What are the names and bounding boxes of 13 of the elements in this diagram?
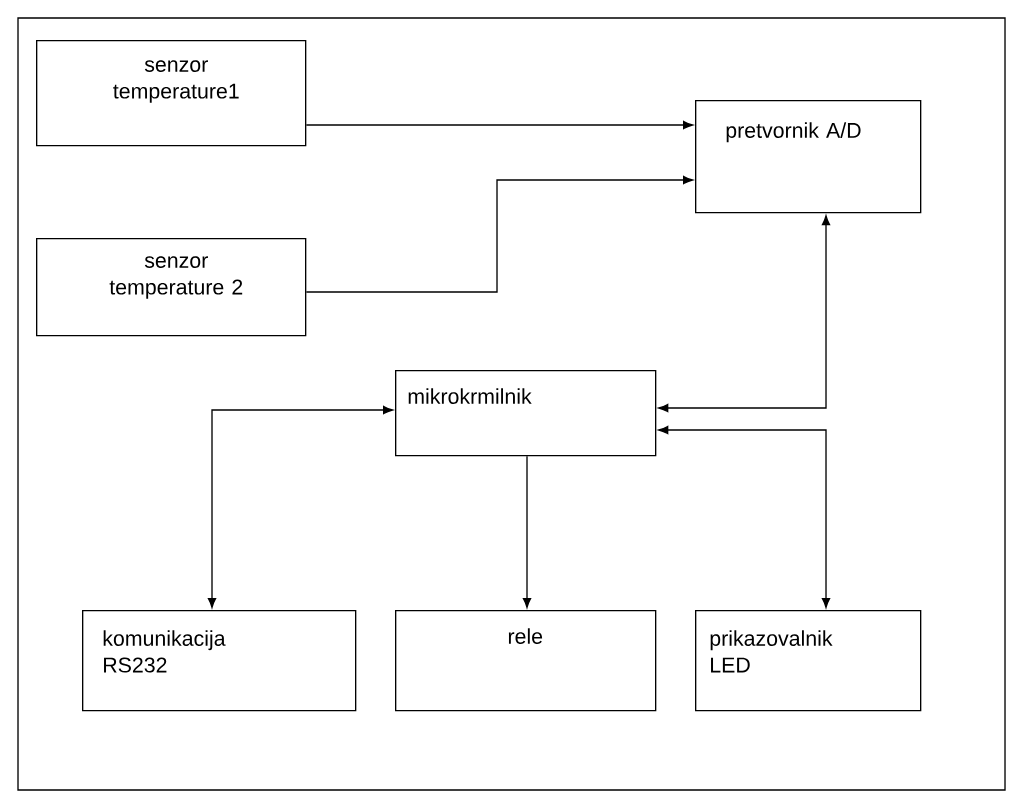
process-box: rele [395,610,657,712]
process-box: senzor temperature 2 [36,238,307,337]
arrow [522,455,532,608]
process-box: komunikacija RS232 [82,610,357,712]
process-box: prikazovalnik LED [695,610,922,712]
arrow [305,120,693,130]
arrow [305,175,693,293]
process-box: mikrokrmilnik [395,370,657,457]
arrow [658,425,831,608]
arrow [207,405,393,608]
process-box: senzor temperature1 [36,40,307,147]
arrow [658,215,831,413]
process-box: pretvornik A/D [695,100,922,214]
